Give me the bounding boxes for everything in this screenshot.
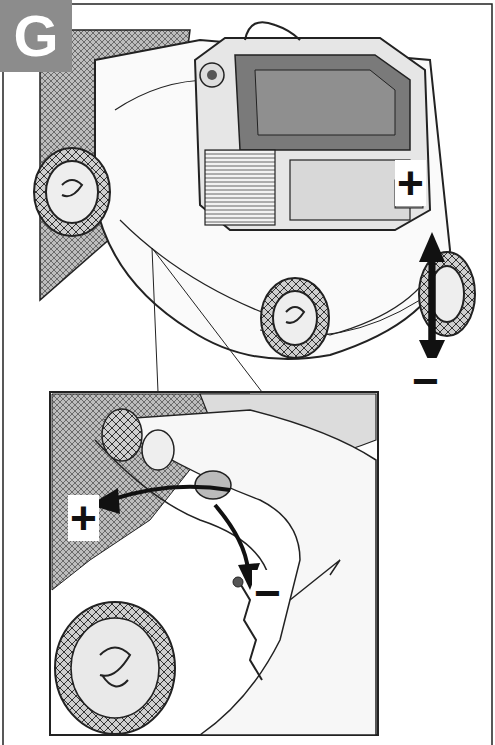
adjust-sign: −	[410, 358, 441, 404]
figure-letter-box: G	[0, 0, 72, 72]
adjust-sign: +	[68, 495, 99, 541]
adjust-sign: +	[395, 160, 426, 206]
figure-letter: G	[13, 7, 58, 65]
adjust-sign: −	[252, 570, 283, 616]
